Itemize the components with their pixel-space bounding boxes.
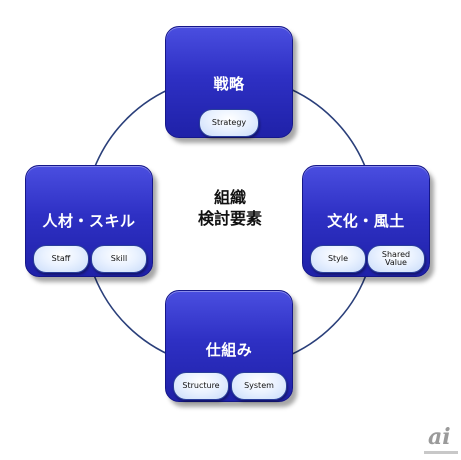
node-culture-title: 文化・風土 xyxy=(327,212,405,230)
logo-underline xyxy=(424,451,458,454)
pill-skill-label: Skill xyxy=(110,253,128,263)
center-label: 組織 検討要素 xyxy=(170,188,290,230)
node-structure-title: 仕組み xyxy=(205,341,253,359)
pill-staff-label: Staff xyxy=(51,253,71,263)
node-staff-skill: 人材・スキル Staff Skill xyxy=(25,165,153,277)
pill-shared-value: Shared Value xyxy=(367,245,425,273)
center-line-2: 検討要素 xyxy=(197,208,262,228)
pill-system: System xyxy=(231,372,287,400)
node-staff-skill-title: 人材・スキル xyxy=(42,212,136,230)
pill-skill: Skill xyxy=(91,245,147,273)
ai-logo: ai xyxy=(428,424,451,450)
pill-staff: Staff xyxy=(33,245,89,273)
center-line-1: 組織 xyxy=(213,188,246,207)
node-strategy-title: 戦略 xyxy=(213,75,245,93)
pill-structure-label: Structure xyxy=(182,380,220,390)
pill-style: Style xyxy=(310,245,366,273)
pill-system-label: System xyxy=(244,380,274,390)
node-culture: 文化・風土 Style Shared Value xyxy=(302,165,430,277)
node-strategy: 戦略 Strategy xyxy=(165,26,293,138)
pill-structure: Structure xyxy=(173,372,229,400)
pill-shared-value-label: Shared Value xyxy=(381,249,411,267)
pill-strategy-label: Strategy xyxy=(211,117,247,127)
node-structure: 仕組み Structure System xyxy=(165,290,293,402)
pill-strategy: Strategy xyxy=(199,109,259,137)
pill-style-label: Style xyxy=(327,253,349,263)
